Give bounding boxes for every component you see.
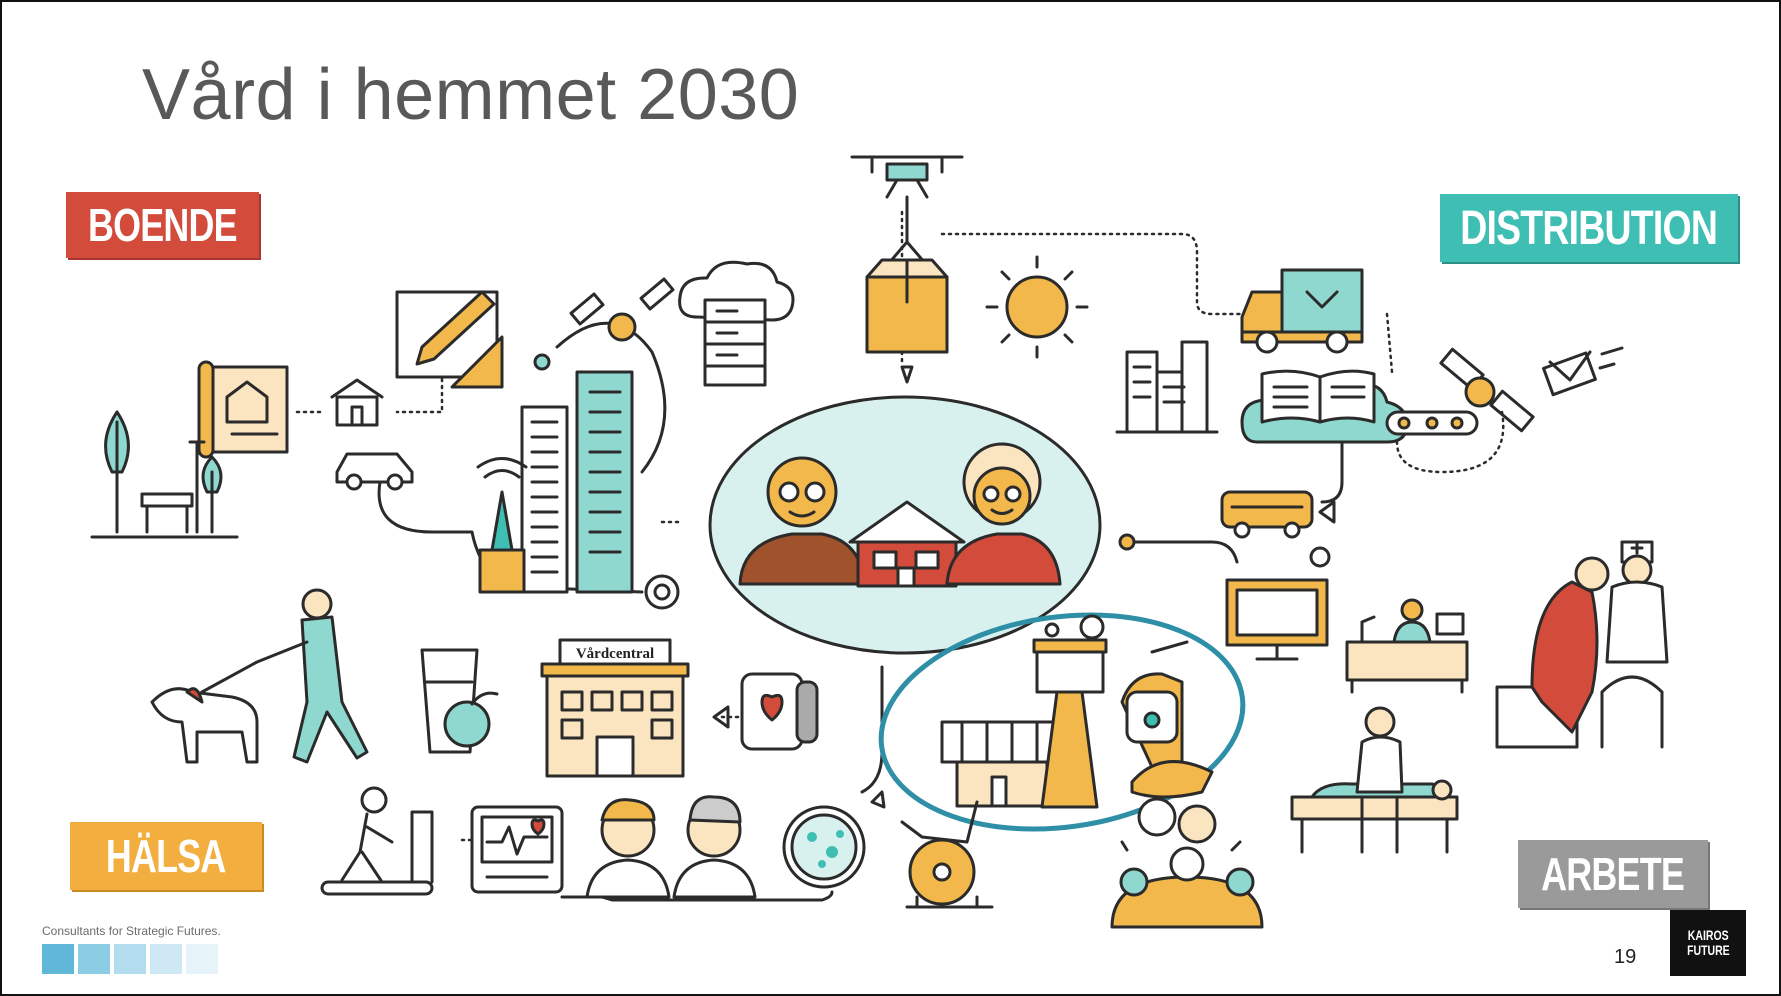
sun-icon: [985, 255, 1089, 359]
clinic-sign: Vårdcentral: [576, 646, 654, 662]
category-tag-arbete: ARBETE: [1518, 840, 1708, 908]
footer-square: [114, 944, 146, 974]
drink-apple-icon: [420, 648, 499, 754]
bus-icon: [1220, 490, 1336, 539]
tools-icon: [395, 290, 504, 389]
house-icon: [330, 378, 384, 427]
elderly-couple-icon: [708, 395, 1102, 655]
book-cloud-icon: [1240, 369, 1479, 444]
mail-icon: [1542, 346, 1624, 397]
treadmill-icon: [320, 786, 434, 896]
footer-square: [186, 944, 218, 974]
nurse-elderly-icon: [1495, 540, 1669, 749]
category-tag-halsa: HÄLSA: [70, 822, 262, 890]
footer-square: [42, 944, 74, 974]
petri-dish-icon: [782, 790, 886, 889]
monitor-icon: [1118, 533, 1331, 661]
city-icon: [1115, 340, 1219, 434]
car-icon: [335, 452, 414, 491]
truck-icon: [1240, 268, 1364, 354]
control-tower-icon: [878, 612, 1246, 832]
dog-walker-icon: [150, 588, 369, 764]
drone-icon: [850, 155, 964, 279]
receptionist-icon: [1345, 598, 1469, 694]
blueprint-icon: [197, 360, 289, 459]
operator-icon: [1120, 640, 1214, 799]
heart-monitor-icon: [470, 805, 564, 894]
server-cloud-icon: [678, 260, 795, 387]
footer-squares: [42, 944, 218, 974]
connector-lines: [295, 210, 1394, 902]
massage-icon: [1290, 706, 1459, 854]
page-number: 19: [1614, 946, 1637, 968]
meeting-icon: [1110, 797, 1264, 929]
smartwatch-icon: [712, 672, 819, 751]
satellite-icon: [1395, 347, 1535, 474]
footer-square: [78, 944, 110, 974]
page-title: Vård i hemmet 2030: [142, 55, 800, 135]
tree-bench-icon: [90, 410, 239, 539]
skyscraper-icon: [520, 277, 680, 610]
clinic-icon: Vårdcentral: [540, 638, 690, 778]
category-tag-distribution: DISTRIBUTION: [1440, 194, 1738, 262]
package-icon: [865, 258, 949, 384]
wifi-tower-icon: [476, 457, 528, 594]
footer-square: [150, 944, 182, 974]
tagline: Consultants for Strategic Futures.: [42, 924, 221, 938]
exercise-bike-icon: [900, 800, 994, 909]
category-tag-boende: BOENDE: [66, 192, 259, 258]
kairos-future-logo: KAIROS FUTURE: [1670, 910, 1746, 976]
doctor-icon: [585, 795, 757, 899]
